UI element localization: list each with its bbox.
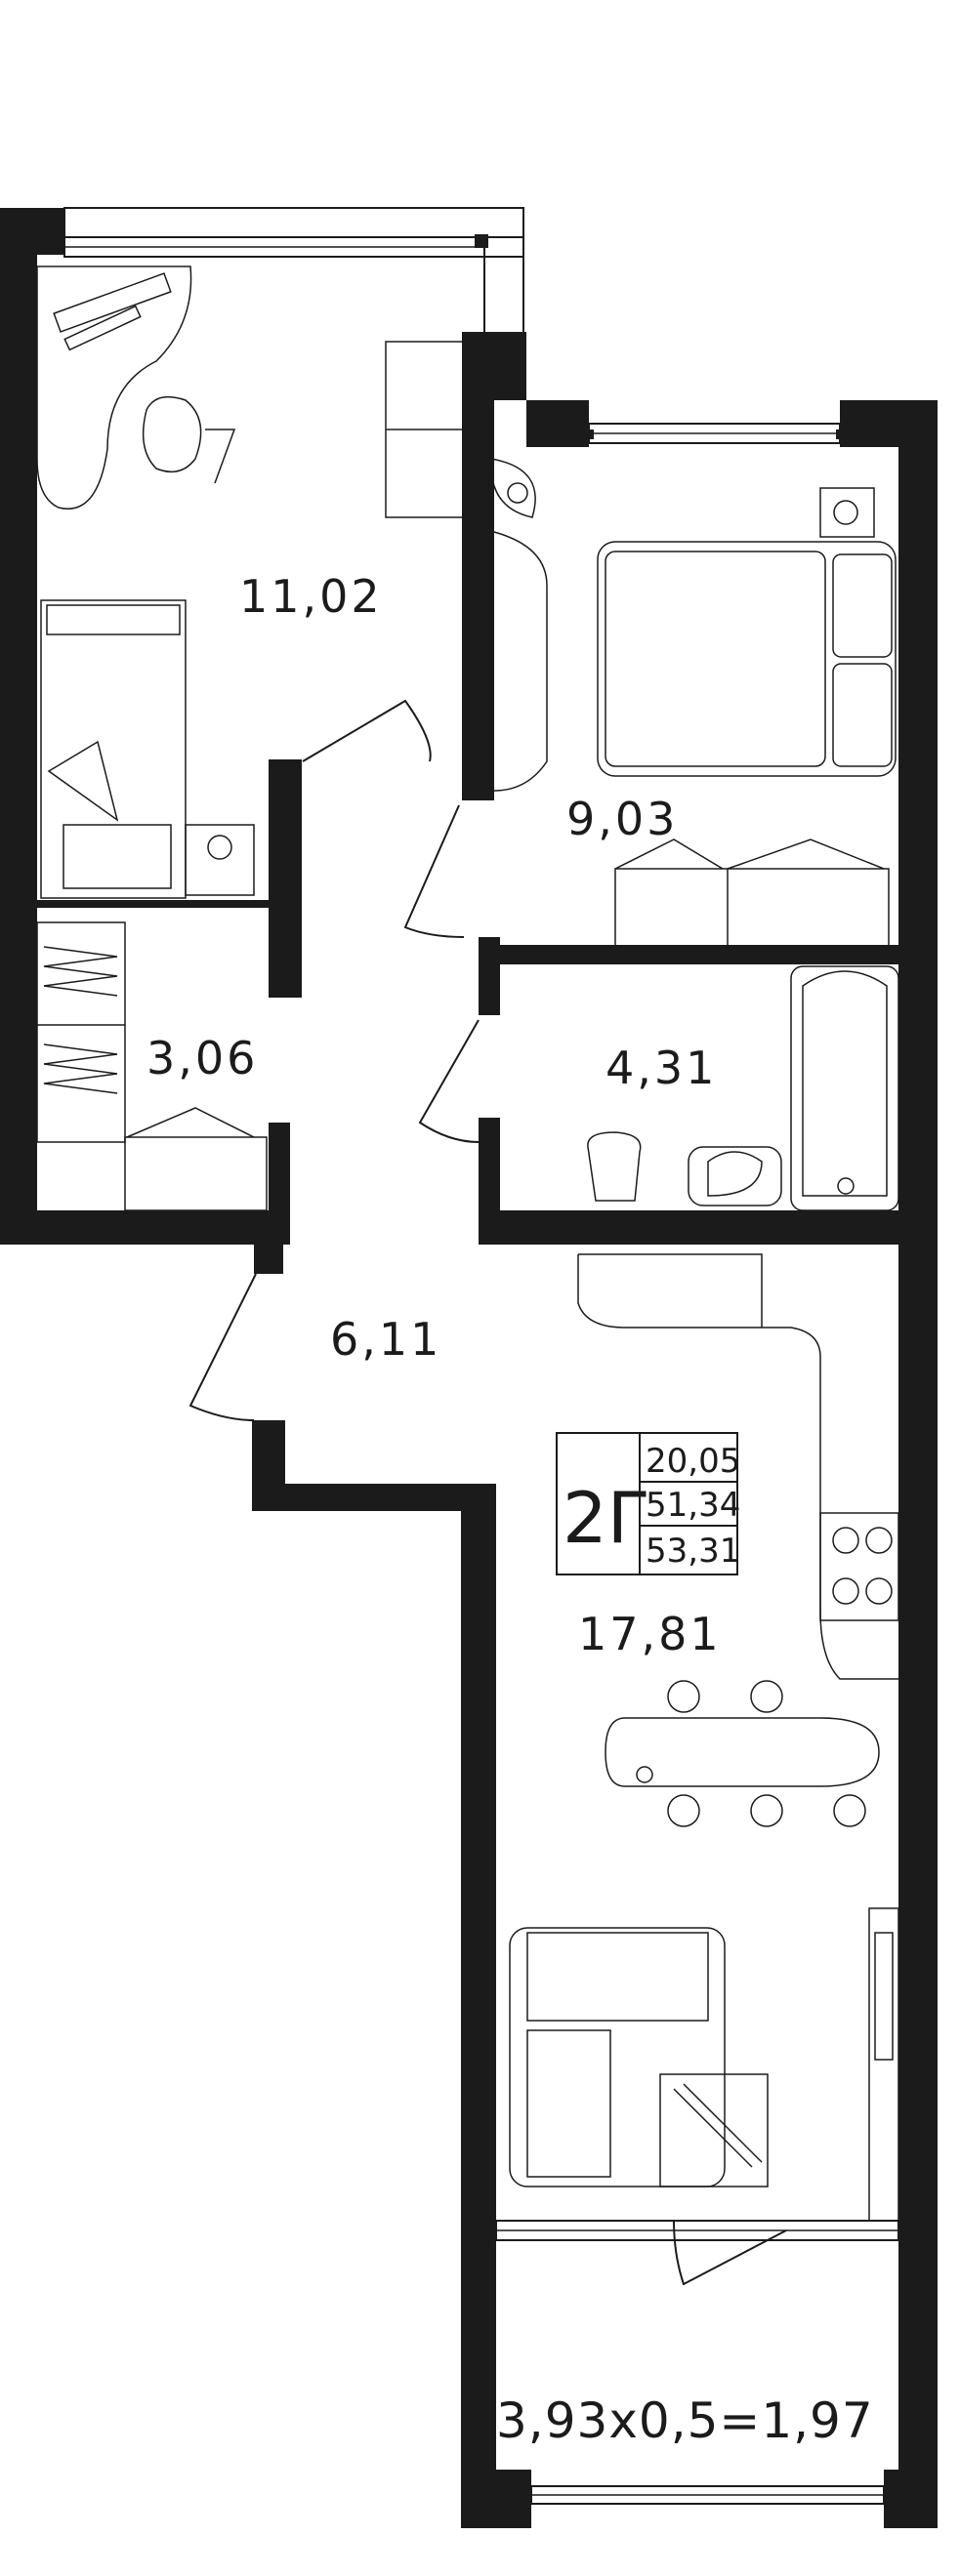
furniture-closet	[36, 921, 268, 1211]
apartment-type: 2Г	[563, 1477, 650, 1559]
area-labels: 11,02 9,03 3,06 4,31 6,11 17,81	[146, 570, 722, 1660]
room-area-17-81: 17,81	[578, 1608, 722, 1660]
windows	[63, 207, 899, 2505]
total-area-with-balcony: 53,31	[646, 1532, 740, 1571]
living-area: 20,05	[646, 1442, 740, 1481]
furniture-bathroom	[587, 965, 899, 1211]
balcony-area-formula: 3,93x0,5=1,97	[496, 2392, 874, 2449]
furniture-bedroom-small	[36, 266, 465, 899]
apartment-badge: 2Г 20,05 51,34 53,31	[556, 1432, 740, 1575]
room-area-6-11: 6,11	[330, 1313, 441, 1366]
doors	[188, 699, 787, 2286]
furniture-bedroom-main	[490, 458, 897, 948]
room-area-4-31: 4,31	[605, 1042, 717, 1094]
room-area-11-02: 11,02	[239, 570, 383, 623]
room-area-3-06: 3,06	[146, 1032, 258, 1084]
room-area-9-03: 9,03	[566, 793, 678, 845]
furniture-kitchen-living	[509, 1253, 899, 2222]
walls	[0, 208, 938, 2528]
total-area: 51,34	[646, 1486, 740, 1525]
